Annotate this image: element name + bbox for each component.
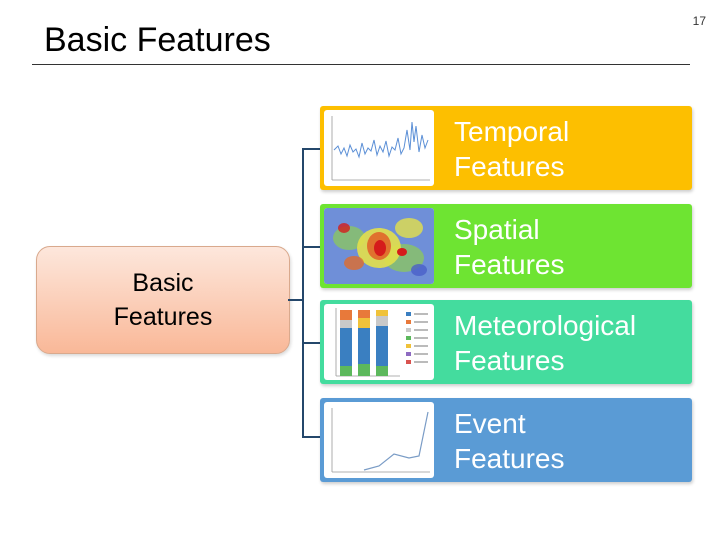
connector-root-stem xyxy=(288,299,303,301)
slide-title: Basic Features xyxy=(44,21,271,59)
feature-label-temporal: Temporal Features xyxy=(454,116,570,182)
root-node-label: Basic Features xyxy=(113,269,213,331)
connector-spine xyxy=(302,148,304,438)
feature-label-event: Event Features xyxy=(454,408,565,474)
meteorological-thumbnail xyxy=(324,304,434,380)
event-thumbnail xyxy=(324,402,434,478)
root-node: Basic Features xyxy=(36,246,290,354)
page-number: 17 xyxy=(692,14,706,28)
feature-label-meteorological: Meteorological Features xyxy=(454,310,637,376)
title-underline xyxy=(32,64,690,65)
feature-box-meteorological: Meteorological Features xyxy=(320,300,692,384)
feature-label-spatial: Spatial Features xyxy=(454,214,565,280)
spatial-thumbnail xyxy=(324,208,434,284)
heatmap-icon xyxy=(324,208,434,284)
connector-branch-temporal xyxy=(302,148,320,150)
spike-line-chart-icon xyxy=(331,408,430,473)
connector-branch-spatial xyxy=(302,246,320,248)
stacked-bar-chart-icon xyxy=(335,308,428,377)
connector-branch-event xyxy=(302,436,320,438)
feature-box-temporal: Temporal Features xyxy=(320,106,692,190)
connector-branch-meteorological xyxy=(302,342,320,344)
temporal-thumbnail xyxy=(324,110,434,186)
feature-box-event: Event Features xyxy=(320,398,692,482)
line-chart-icon xyxy=(331,116,430,181)
feature-box-spatial: Spatial Features xyxy=(320,204,692,288)
